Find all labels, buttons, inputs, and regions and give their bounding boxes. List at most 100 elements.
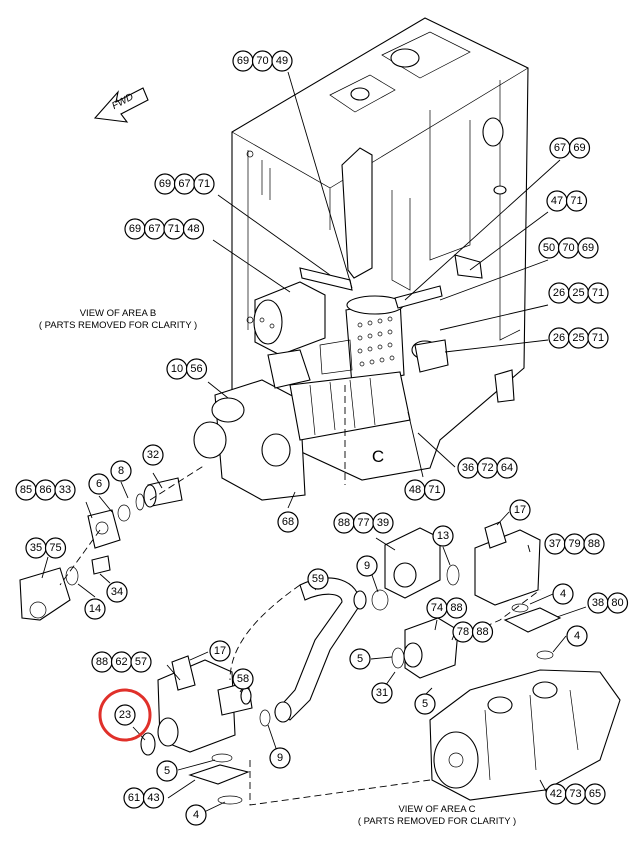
callout-bubble <box>587 327 609 349</box>
caption-title: VIEW OF AREA B <box>80 308 157 319</box>
callout-bubble <box>568 137 591 159</box>
callout: 9 <box>356 555 378 577</box>
callout-bubble <box>156 760 178 782</box>
callout-number: 57 <box>135 656 147 668</box>
callout-number: 6 <box>96 478 102 490</box>
callout-bubble <box>84 598 106 620</box>
callout-number: 88 <box>476 626 488 638</box>
callout-number: 17 <box>214 645 226 657</box>
callout-bubble <box>577 237 599 259</box>
valve-body-center <box>391 617 459 679</box>
callout-bubble <box>445 597 468 619</box>
callout-highlighted: 23 <box>98 688 152 742</box>
callout-number: 48 <box>187 223 199 235</box>
callout: 35 75 <box>25 537 67 559</box>
callout-bubble <box>44 537 67 559</box>
callout-number: 47 <box>551 195 563 207</box>
callout-number: 77 <box>357 517 369 529</box>
callout: 17 <box>209 640 231 662</box>
callout-number: 26 <box>553 332 565 344</box>
callout: 5 <box>156 760 178 782</box>
callout: 5 <box>349 648 371 670</box>
callout-number: 10 <box>171 363 183 375</box>
callout-bubble <box>349 648 371 670</box>
callout-number: 58 <box>237 673 249 685</box>
callout-number: 4 <box>193 809 199 821</box>
callout-number: 48 <box>409 484 421 496</box>
callout-number: 70 <box>562 242 574 254</box>
callout-number: 31 <box>376 687 388 699</box>
callout-bubble <box>130 651 152 673</box>
callout-number: 67 <box>148 223 160 235</box>
callout-number: 88 <box>450 602 462 614</box>
callout-number: 75 <box>49 542 61 554</box>
callout-number: 35 <box>30 542 42 554</box>
callout-number: 33 <box>59 484 71 496</box>
caption-note: ( PARTS REMOVED FOR CLARITY ) <box>39 320 197 331</box>
callout-bubble <box>471 621 494 643</box>
callout-number: 13 <box>437 530 449 542</box>
callout-bubble <box>271 50 293 72</box>
callout-bubble <box>371 682 393 704</box>
callout-bubble <box>432 525 454 547</box>
callout-bubble <box>142 444 164 466</box>
callout-number: 70 <box>256 55 268 67</box>
callout: 9 <box>269 747 291 769</box>
highlight-ring <box>98 688 152 742</box>
callout-bubble <box>423 479 446 501</box>
callout: 17 <box>509 499 531 521</box>
callout-bubble <box>142 787 165 809</box>
callout: 58 <box>232 668 254 690</box>
callout-number: 80 <box>611 597 623 609</box>
callout-number: 34 <box>111 586 123 598</box>
callout: 32 <box>142 444 164 466</box>
assembly-line-motor <box>59 529 101 586</box>
callout: 5 <box>414 693 436 715</box>
callout-number: 65 <box>589 788 601 800</box>
callout-number: 14 <box>89 603 101 615</box>
callout-number: 8 <box>118 465 124 477</box>
callout-number: 71 <box>592 287 604 299</box>
callout-bubble <box>566 625 588 647</box>
callout: 8 <box>110 460 132 482</box>
callout-number: 71 <box>198 178 210 190</box>
callout-bubble <box>277 511 299 533</box>
callout-number: 17 <box>514 504 526 516</box>
callout-number: 69 <box>582 242 594 254</box>
callout-bubble <box>356 555 378 577</box>
callout-number: 85 <box>20 484 32 496</box>
callout-number: 79 <box>568 538 580 550</box>
callout-number: 69 <box>573 142 585 154</box>
callout-number: 88 <box>338 517 350 529</box>
callout-bubble <box>110 460 132 482</box>
assembly-line-lower <box>249 760 431 806</box>
callout-number: 26 <box>553 287 565 299</box>
callout-number: 62 <box>115 656 127 668</box>
caption-area-b: VIEW OF AREA B ( PARTS REMOVED FOR CLARI… <box>39 308 197 331</box>
callout: 59 <box>307 568 329 590</box>
caption-note: ( PARTS REMOVED FOR CLARITY ) <box>358 816 516 827</box>
callout-number: 72 <box>481 462 493 474</box>
callout-bubble <box>209 640 231 662</box>
callout-bubble <box>584 783 606 805</box>
callout-bubble <box>509 499 531 521</box>
return-filter-canister <box>253 281 326 356</box>
callout: 13 <box>432 525 454 547</box>
callout-bubble <box>552 583 574 605</box>
callout-number: 71 <box>592 332 604 344</box>
manifold-block-left <box>140 655 271 805</box>
callout: 34 <box>106 581 128 603</box>
callout-number: 43 <box>147 792 159 804</box>
